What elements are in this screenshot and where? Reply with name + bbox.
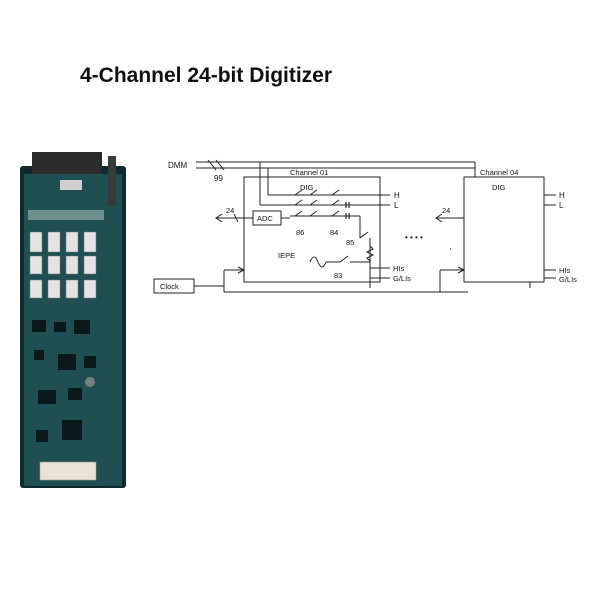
dig-label-ch1: DIG xyxy=(300,183,314,192)
board-handle xyxy=(108,156,116,206)
channel-01-box xyxy=(243,176,381,283)
label-83: 83 xyxy=(334,271,342,280)
his-label-ch4: HIs xyxy=(559,266,571,275)
gls-label-ch4: G/LIs xyxy=(559,275,577,284)
capacitors xyxy=(345,202,350,219)
l-label-ch4: L xyxy=(559,201,564,210)
label-85: 85 xyxy=(346,238,354,247)
iepe-source xyxy=(309,256,327,268)
board-top-connector xyxy=(60,180,82,190)
adc-label: ADC xyxy=(257,214,273,223)
switch-99 xyxy=(207,159,225,171)
h-label-ch4: H xyxy=(559,191,565,200)
resistor-85 xyxy=(365,245,375,262)
label-84: 84 xyxy=(330,228,338,237)
page-title: 4-Channel 24-bit Digitizer xyxy=(80,64,333,87)
digitizer-board-image xyxy=(20,152,126,488)
his-label: HIs xyxy=(393,264,405,273)
bits-label: 24 xyxy=(226,206,234,215)
board-bottom-connector xyxy=(39,461,97,481)
gls-label: G/LIs xyxy=(393,274,411,283)
label-99: 99 xyxy=(214,174,223,183)
clock-label: Clock xyxy=(160,282,179,291)
channel-schematic: DMM 99 Channel 01 DIG H L ADC 24 86 84 8… xyxy=(153,159,577,294)
channel-04-box xyxy=(463,176,545,283)
board-relay-strip xyxy=(28,210,104,220)
channel-04-label: Channel 04 xyxy=(480,168,518,177)
l-label: L xyxy=(394,201,399,210)
switch-bank xyxy=(294,189,340,217)
board-components xyxy=(32,320,96,442)
relay-grid xyxy=(29,231,97,299)
continuation-dots: • • • • xyxy=(405,233,423,242)
iepe-label: IEPE xyxy=(278,251,295,260)
bits-label-ch4: 24 xyxy=(442,206,450,215)
board-top-bracket xyxy=(32,152,102,178)
dmm-label: DMM xyxy=(168,161,187,170)
channel-01-label: Channel 01 xyxy=(290,168,328,177)
dig-label-ch4: DIG xyxy=(492,183,506,192)
board-capacitor xyxy=(85,377,95,387)
h-label: H xyxy=(394,191,400,200)
label-86: 86 xyxy=(296,228,304,237)
